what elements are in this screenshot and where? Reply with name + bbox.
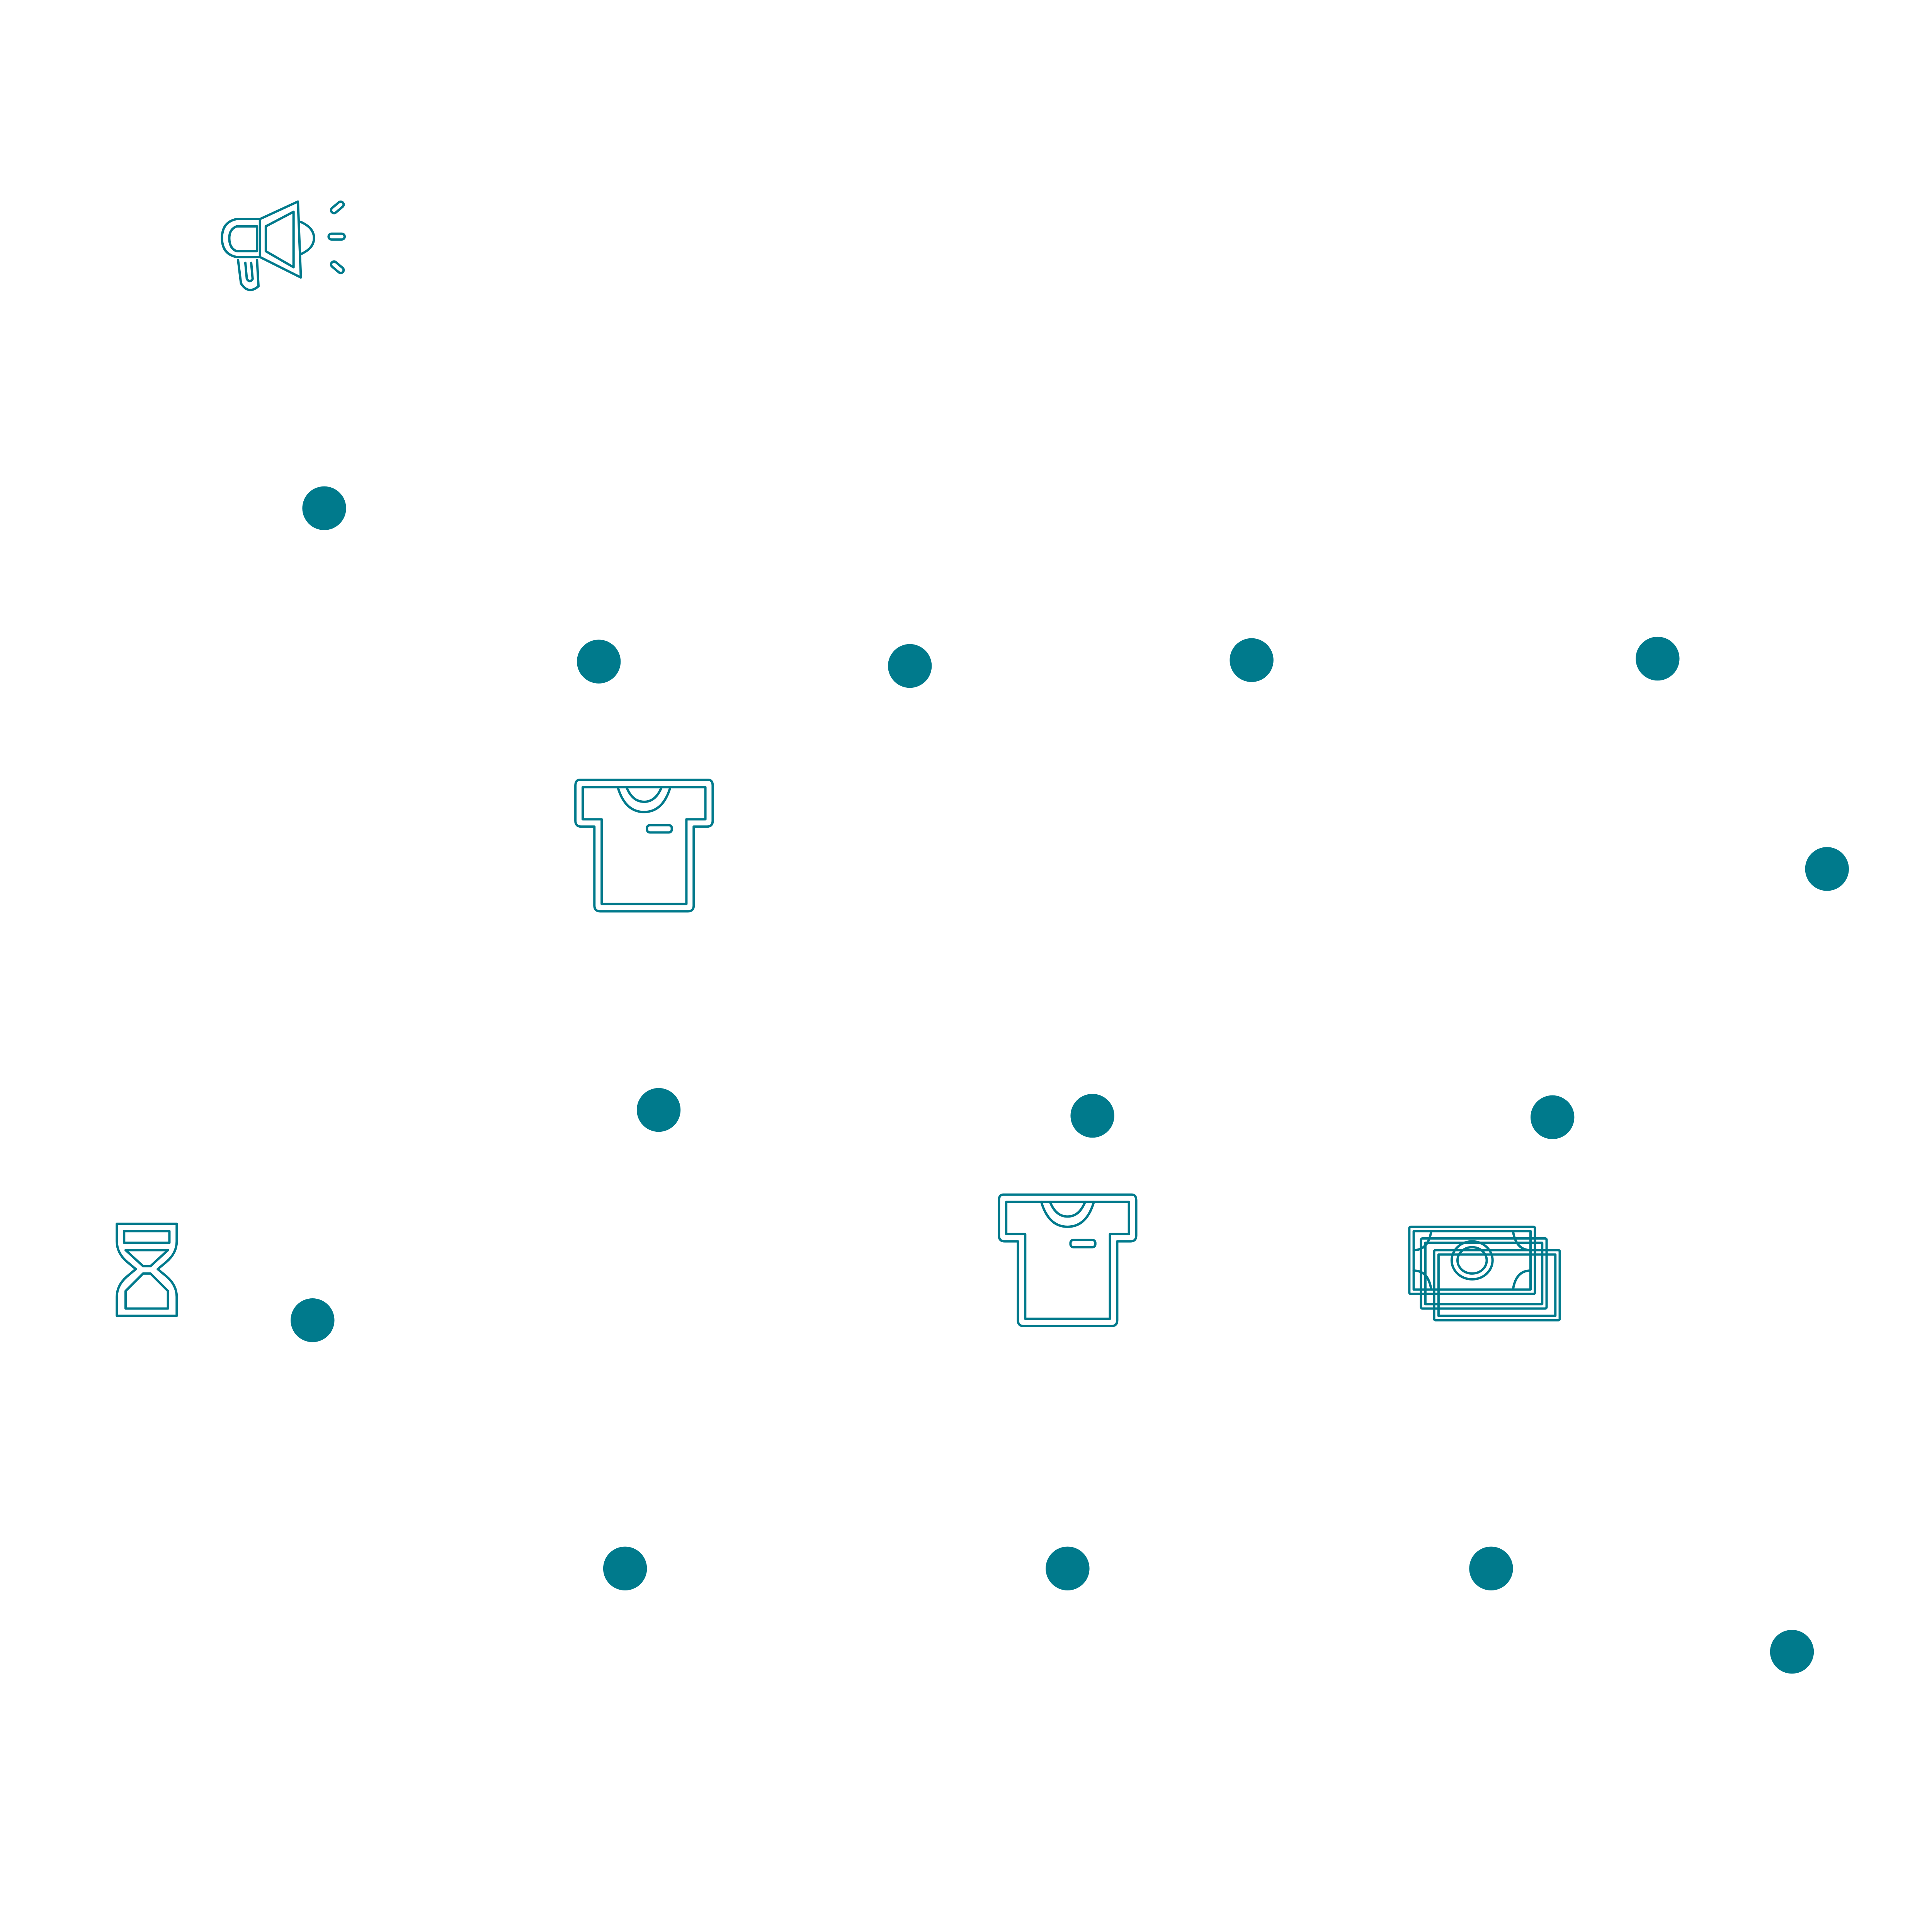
marker-dot [302, 486, 346, 530]
diagram-canvas [116, 200, 1849, 1674]
tshirt-icon [998, 1193, 1138, 1327]
marker-dot [1046, 1546, 1090, 1590]
marker-dot [636, 1088, 681, 1132]
marker-dot [1805, 847, 1849, 891]
marker-dot [291, 1298, 335, 1342]
hourglass-icon [116, 1223, 178, 1317]
marker-dot [888, 644, 932, 688]
marker-dot [1230, 638, 1274, 682]
money-stack-icon [1408, 1225, 1561, 1321]
marker-dot [1636, 636, 1680, 681]
marker-dot [603, 1546, 647, 1590]
marker-dot [1770, 1630, 1814, 1674]
marker-dot [1469, 1546, 1513, 1590]
marker-dot [1070, 1094, 1114, 1138]
tshirt-icon [574, 779, 714, 913]
megaphone-icon [221, 200, 346, 291]
marker-dot [577, 639, 621, 684]
marker-dot [1530, 1095, 1575, 1139]
